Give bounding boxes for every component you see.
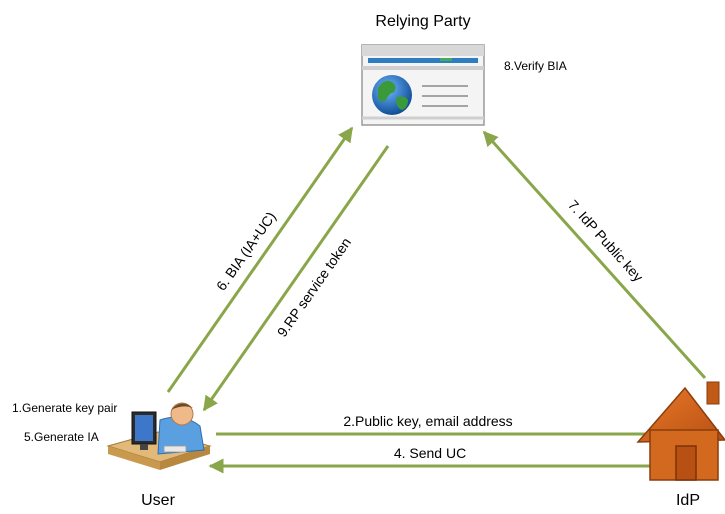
user-label: User [141,492,175,509]
relying-party-label: Relying Party [375,13,470,30]
idp-label: IdP [676,492,700,509]
step-1-label: 1.Generate key pair [12,401,117,415]
step-2-label: 2.Public key, email address [343,413,512,429]
arrows [166,126,707,474]
step-7-label: 7. IdP Public key [565,197,647,285]
house-icon [636,381,725,481]
browser-window-icon [361,44,485,126]
arrow-user-to-rp [166,126,354,393]
arrow-rp-to-user [202,145,390,412]
user-at-computer-icon [106,402,212,470]
step-4-label: 4. Send UC [394,445,466,461]
arrow-idp-to-rp [482,130,707,380]
step-8-label: 8.Verify BIA [504,59,567,73]
step-5-label: 5.Generate IA [24,430,99,444]
